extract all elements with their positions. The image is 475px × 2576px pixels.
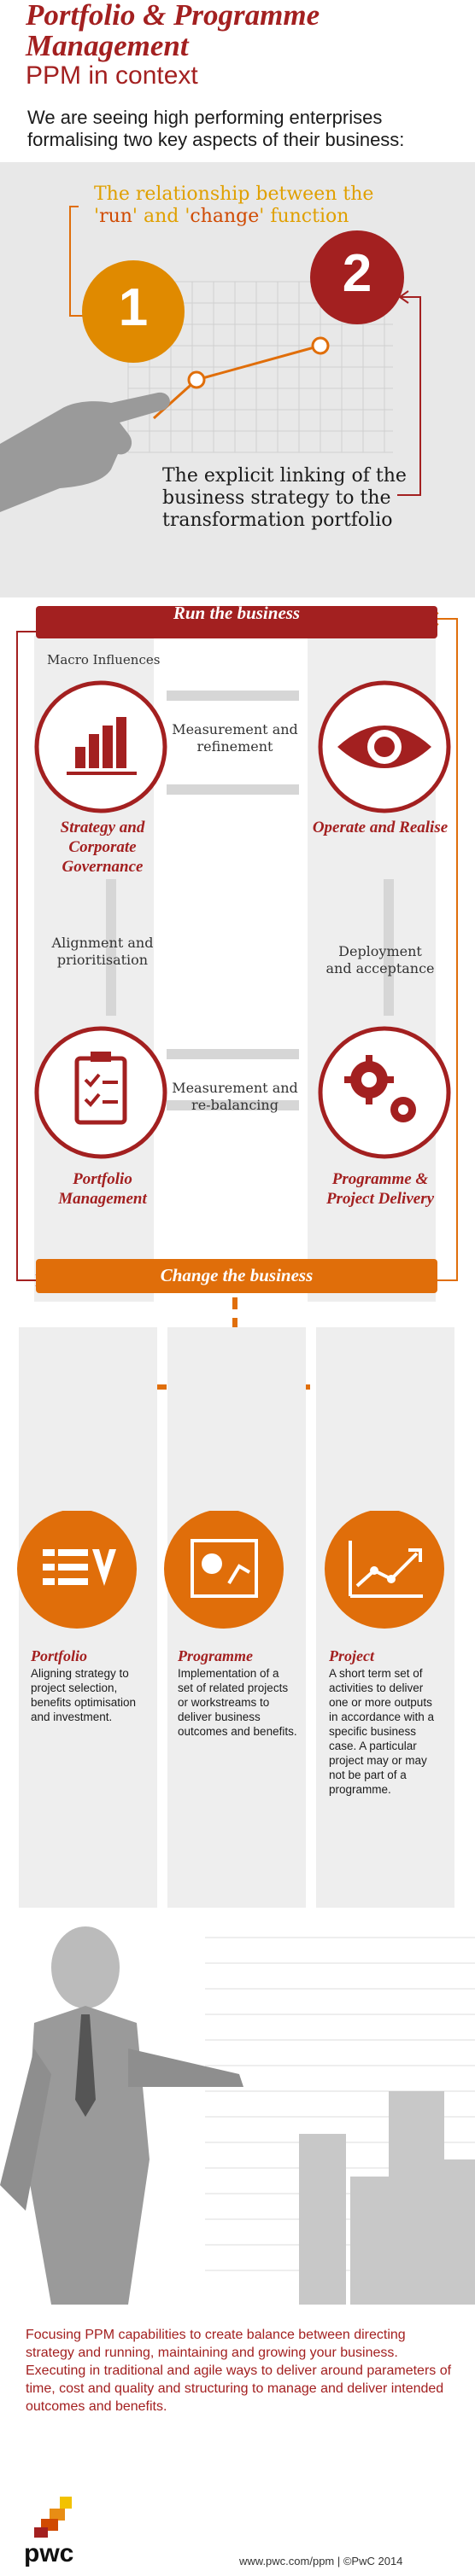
strategy-node bbox=[34, 680, 167, 813]
bar-chart-icon bbox=[67, 717, 137, 775]
project-col-desc: A short term set of activities to delive… bbox=[329, 1667, 435, 1796]
project-col-title: Project bbox=[329, 1647, 374, 1664]
buildings-icon bbox=[299, 2091, 475, 2305]
page-title: Portfolio & Programme Management bbox=[26, 0, 320, 62]
pwc-logo-mark-icon bbox=[34, 2497, 72, 2538]
change-business-label: Change the business bbox=[160, 1265, 314, 1285]
page-subtitle: PPM in context bbox=[26, 61, 198, 90]
clipboard-icon bbox=[74, 1052, 127, 1125]
column-icons bbox=[17, 1511, 444, 1629]
businessman-figure-icon bbox=[0, 1926, 243, 2305]
ppm-flow-diagram bbox=[16, 606, 458, 1366]
aspect-one-circle bbox=[82, 260, 185, 363]
document-chart-icon bbox=[191, 1539, 258, 1598]
portfolio-node bbox=[34, 1026, 167, 1159]
relationship-text: The relationship between the 'run' and '… bbox=[94, 184, 374, 227]
strategy-title: Strategy and Corporate Governance bbox=[60, 819, 145, 876]
explicit-arrow bbox=[397, 296, 421, 496]
project-circle bbox=[325, 1511, 444, 1629]
eye-icon bbox=[337, 726, 431, 768]
portfolio-col-desc: Aligning strategy to project selection, … bbox=[31, 1667, 137, 1723]
programme-col-title: Programme bbox=[178, 1647, 253, 1664]
portfolio-col-title: Portfolio bbox=[31, 1647, 87, 1664]
trend-chart-icon bbox=[349, 1541, 423, 1598]
measurement-rebalancing-label: Measurement and re-balancing bbox=[172, 1080, 298, 1113]
programme-title: Programme & Project Delivery bbox=[325, 1170, 435, 1208]
measurement-refinement-label: Measurement and refinement bbox=[172, 721, 298, 755]
run-word: run bbox=[99, 206, 132, 227]
relationship-arrow bbox=[69, 206, 90, 317]
businessman-illustration bbox=[0, 1926, 475, 2305]
macro-influences-label: Macro Influences bbox=[47, 652, 161, 667]
aspect-one-number: 1 bbox=[118, 278, 149, 337]
intro-text: We are seeing high performing enterprise… bbox=[27, 107, 405, 150]
programme-node bbox=[318, 1026, 451, 1159]
alignment-label: Alignment and prioritisation bbox=[51, 935, 154, 968]
footer-links[interactable]: www.pwc.com/ppm | ©PwC 2014 bbox=[239, 2555, 403, 2567]
pwc-logo: pwc bbox=[24, 2539, 74, 2567]
programme-col-desc: Implementation of a set of related proje… bbox=[178, 1667, 297, 1738]
summary-text: Focusing PPM capabilities to create bala… bbox=[26, 2328, 452, 2414]
aspect-two-number: 2 bbox=[342, 244, 372, 303]
portfolio-title: Portfolio Management bbox=[58, 1170, 147, 1208]
change-business-bar bbox=[36, 1259, 437, 1293]
grid-background bbox=[127, 281, 393, 453]
run-business-label: Run the business bbox=[173, 603, 301, 623]
pointing-hand-icon bbox=[0, 392, 170, 512]
operate-title: Operate and Realise bbox=[312, 819, 449, 836]
programme-circle bbox=[164, 1511, 284, 1629]
run-business-bar bbox=[36, 606, 437, 638]
change-word: change bbox=[190, 206, 260, 227]
explicit-linking-text: The explicit linking of the business str… bbox=[162, 465, 407, 531]
aspects-panel bbox=[0, 162, 475, 597]
growth-line bbox=[152, 344, 321, 420]
list-check-icon bbox=[43, 1549, 116, 1586]
deployment-label: Deployment and acceptance bbox=[325, 943, 435, 976]
gears-icon bbox=[344, 1055, 416, 1122]
aspects-graphic bbox=[0, 206, 421, 512]
aspect-two-circle bbox=[310, 230, 404, 324]
